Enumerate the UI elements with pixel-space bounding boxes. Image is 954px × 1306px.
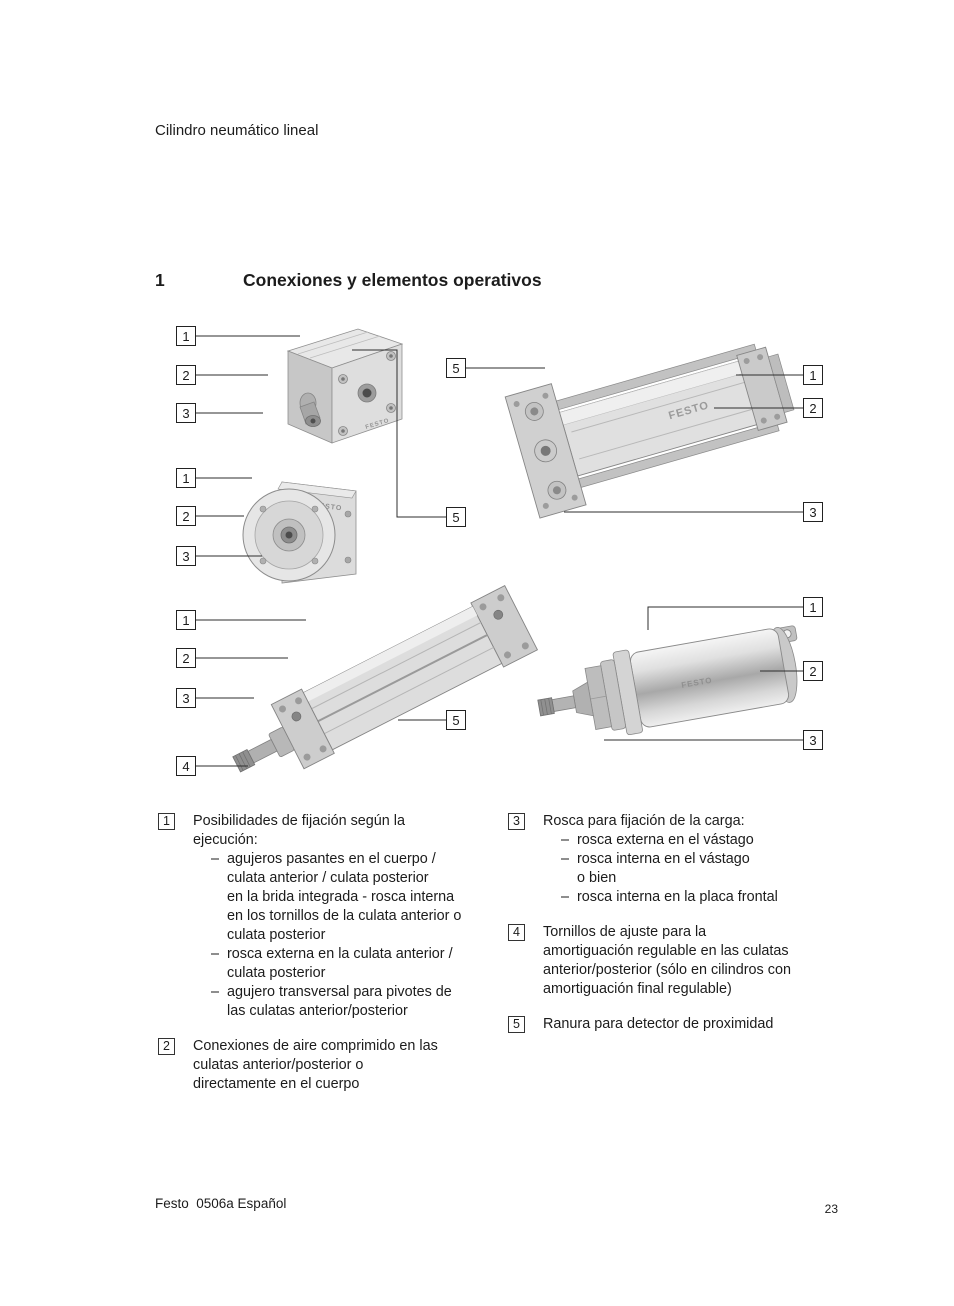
legend-right-column: 3 Rosca para fijación de la carga: – ros… [508,812,860,1050]
callout-fig4-2: 2 [176,648,196,668]
bullet-text: rosca interna en el vástago o bien [577,851,750,886]
bullet-text: rosca externa en la culata anterior / cu… [227,946,453,981]
page-number: 23 [824,1202,838,1216]
bullet-dash: – [211,984,220,1000]
legend-bullet: – agujeros pasantes en el cuerpo / culat… [211,850,510,945]
legend-bullet: – rosca externa en el vástago [561,831,860,850]
callout-fig4-1: 1 [176,610,196,630]
figure-guided-cylinder: FESTO [504,343,795,519]
legend-bullet: – rosca interna en el vástago o bien [561,850,860,888]
brand-label: FESTO [314,502,343,512]
legend-bullet: – rosca interna en la placa frontal [561,888,860,907]
legend-number-box-5: 5 [508,1016,525,1033]
legend-intro-3: Rosca para fijación de la carga: [543,813,745,829]
legend-intro-2: Conexiones de aire comprimido en las cul… [193,1038,438,1092]
legend-item-1: 1 Posibilidades de fijación según la eje… [158,812,510,1021]
callout-fig5-2: 2 [803,661,823,681]
legend-item-4: 4 Tornillos de ajuste para la amortiguac… [508,923,860,999]
callout-fig1-2: 2 [176,365,196,385]
legend-item-5: 5 Ranura para detector de proximidad [508,1015,860,1034]
legend-bullet: – rosca externa en la culata anterior / … [211,945,510,983]
callout-fig5-3: 3 [803,730,823,750]
callout-fig1-1: 1 [176,326,196,346]
callout-fig1-3: 3 [176,403,196,423]
bullet-text: agujeros pasantes en el cuerpo / culata … [227,851,462,943]
bullet-dash: – [561,851,570,867]
figure-compact-cylinder-front: FESTO [242,481,357,584]
bullet-text: rosca externa en el vástago [577,832,754,848]
legend-number-box-3: 3 [508,813,525,830]
legend-item-2: 2 Conexiones de aire comprimido en las c… [158,1037,510,1094]
callout-fig2-2: 2 [803,398,823,418]
bullet-dash: – [561,889,570,905]
legend-bullet: – agujero transversal para pivotes de la… [211,983,510,1021]
section-number: 1 [155,270,165,290]
legend-intro-1: Posibilidades de fijación según la ejecu… [193,813,406,848]
callout-fig4-3: 3 [176,688,196,708]
legend-left-column: 1 Posibilidades de fijación según la eje… [158,812,510,1110]
callout-fig5-1: 1 [803,597,823,617]
footer-text: Festo 0506a Español [155,1196,287,1211]
legend-number-box-2: 2 [158,1038,175,1055]
bullet-dash: – [211,851,220,867]
page-header-title: Cilindro neumático lineal [155,122,319,139]
bullet-dash: – [211,946,220,962]
callout-fig3-2: 2 [176,506,196,526]
figure-compact-cylinder-iso: FESTO [286,328,404,444]
bullet-text: agujero transversal para pivotes de las … [227,984,452,1019]
legend-intro-4: Tornillos de ajuste para la amortiguació… [543,924,791,997]
figure-round-cylinder: FESTO [537,625,798,736]
figure-profile-cylinder [232,585,539,773]
callout-fig2-3: 3 [803,502,823,522]
callout-fig4-5: 5 [446,710,466,730]
legend-number-box-4: 4 [508,924,525,941]
callout-fig3-3: 3 [176,546,196,566]
legend-item-3: 3 Rosca para fijación de la carga: – ros… [508,812,860,907]
bullet-dash: – [561,832,570,848]
callout-fig2-1: 1 [803,365,823,385]
callout-fig2-5: 5 [446,358,466,378]
legend-intro-5: Ranura para detector de proximidad [543,1016,774,1032]
section-title: Conexiones y elementos operativos [243,270,542,290]
bullet-text: rosca interna en la placa frontal [577,889,778,905]
legend-number-box-1: 1 [158,813,175,830]
callout-fig3-1: 1 [176,468,196,488]
callout-fig3-5: 5 [446,507,466,527]
callout-fig4-4: 4 [176,756,196,776]
